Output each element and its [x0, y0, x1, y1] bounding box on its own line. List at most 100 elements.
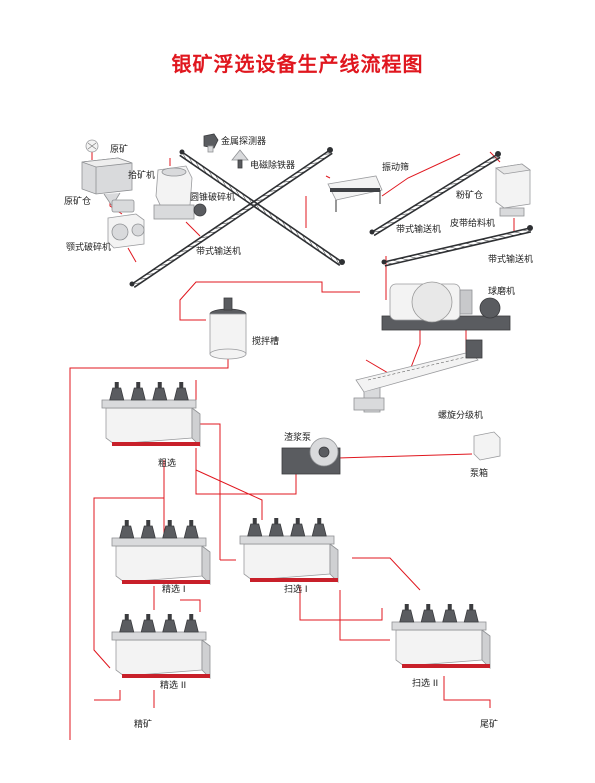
motor-head: [252, 518, 257, 524]
cell-base-stripe: [402, 664, 490, 668]
truss-brace: [301, 234, 307, 243]
label-powder-bin: 粉矿仓: [456, 191, 484, 201]
truss-brace: [434, 191, 445, 194]
cell-side: [201, 545, 211, 585]
truss-brace: [208, 170, 214, 179]
truss-brace: [261, 194, 271, 197]
cone-crusher: [153, 165, 207, 220]
truss-brace: [448, 183, 459, 185]
label-cone-crusher: 圆锥破碎机: [190, 193, 236, 203]
conveyor-pulley: [179, 149, 185, 155]
label-ball-mill: 球磨机: [488, 287, 516, 297]
spiral-classifier: [353, 339, 483, 413]
truss-brace: [195, 161, 200, 170]
slurry-pump: [281, 437, 341, 475]
belt-conveyor-1: [129, 147, 333, 288]
truss-rail: [133, 152, 333, 288]
truss-brace: [328, 252, 334, 261]
pump-box: [473, 431, 501, 461]
truss-brace: [497, 235, 507, 238]
truss-brace: [406, 209, 417, 211]
label-belt-conveyor-3: 带式输送机: [488, 255, 534, 265]
truss-brace: [234, 213, 244, 215]
truss-brace: [323, 153, 333, 155]
truss-brace: [255, 202, 260, 211]
truss-brace: [413, 204, 424, 207]
truss-brace: [432, 250, 442, 253]
cell-side: [191, 407, 201, 447]
label-belt-conveyor-1: 带式输送机: [196, 247, 242, 257]
cell-side: [481, 629, 491, 669]
flotation-cells: [101, 382, 491, 679]
flow-lines: [69, 151, 515, 740]
motor-head: [404, 604, 409, 610]
cell-launder: [111, 537, 207, 547]
vibrating-screen: [327, 175, 383, 212]
truss-brace: [462, 174, 473, 176]
truss-brace: [441, 187, 452, 189]
label-metal-detector: 金属探测器: [221, 137, 267, 147]
truss-brace: [481, 239, 491, 242]
truss-brace: [193, 240, 203, 243]
flotation-scavenging-2: [391, 604, 491, 669]
label-vibrating-screen: 振动筛: [382, 163, 410, 173]
truss-brace: [166, 259, 176, 262]
motor-head: [157, 382, 162, 388]
cell-body: [115, 545, 203, 583]
truss-brace: [220, 222, 230, 225]
truss-brace: [490, 157, 501, 159]
truss-brace: [188, 156, 194, 165]
impeller-mechanism: [109, 387, 125, 401]
motor-head: [167, 614, 172, 620]
truss-brace: [521, 229, 531, 233]
impeller-mechanism: [290, 523, 306, 537]
motor-head: [124, 520, 129, 526]
flotation-cleaning-2: [111, 614, 211, 679]
motor-head: [189, 520, 194, 526]
truss-brace: [448, 246, 458, 250]
truss-brace: [159, 263, 169, 266]
cell-launder: [239, 535, 335, 545]
label-slurry-pump: 渣浆泵: [284, 433, 312, 443]
truss-brace: [469, 170, 480, 172]
flow-line: [127, 247, 137, 263]
truss-brace: [420, 200, 431, 202]
label-magnetic-separator: 电磁除铁器: [250, 161, 296, 171]
truss-brace: [241, 208, 251, 211]
truss-brace: [392, 259, 402, 263]
impeller-mechanism: [311, 523, 327, 537]
truss-brace: [261, 206, 267, 216]
flow-line: [325, 175, 331, 179]
motor-head: [179, 382, 184, 388]
label-roughing: 粗选: [158, 459, 177, 469]
truss-brace: [321, 248, 327, 257]
belt-conveyor-crossing: [179, 149, 345, 266]
impeller-mechanism: [463, 609, 479, 623]
flow-line: [195, 469, 263, 520]
truss-brace: [476, 165, 487, 168]
motor-head: [146, 614, 151, 620]
truss-brace: [213, 226, 224, 229]
truss-brace: [275, 216, 280, 225]
cell-launder: [101, 399, 197, 409]
truss-brace: [200, 236, 210, 239]
ore-picker: [111, 199, 135, 213]
label-cleaning-1: 精选 I: [162, 585, 186, 595]
cell-side: [329, 543, 339, 583]
motor-head: [167, 520, 172, 526]
powder-bin: [494, 163, 532, 217]
label-raw-ore: 原矿: [110, 145, 129, 155]
truss-brace: [275, 185, 285, 188]
flow-line: [299, 586, 383, 621]
cell-launder: [391, 621, 487, 631]
truss-brace: [483, 161, 494, 163]
conveyor-pulley: [339, 259, 345, 265]
flotation-roughing: [101, 382, 201, 447]
truss-brace: [315, 243, 320, 252]
truss-brace: [248, 197, 254, 206]
truss-brace: [489, 237, 499, 240]
truss-brace: [207, 231, 217, 234]
raw-ore-bin: [81, 157, 133, 207]
truss-brace: [288, 176, 299, 178]
